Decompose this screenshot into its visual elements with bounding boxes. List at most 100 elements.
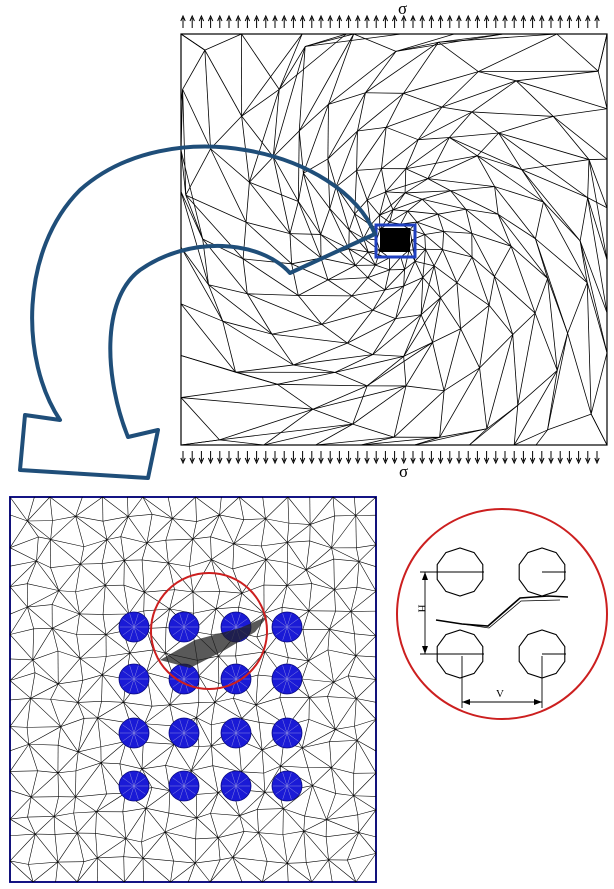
mesh-edge <box>385 191 394 210</box>
mesh-edge <box>272 46 306 158</box>
mesh-edge <box>356 740 377 774</box>
mesh-edge <box>350 587 358 612</box>
mesh-edge <box>360 436 440 446</box>
mesh-edge <box>327 682 334 697</box>
mesh-edge <box>354 698 357 727</box>
mesh-edge <box>185 194 247 223</box>
mesh-edge <box>164 831 196 864</box>
mesh-edge <box>141 768 171 791</box>
mesh-edge <box>407 210 438 215</box>
arrowhead <box>253 14 260 22</box>
mesh-edge <box>219 514 244 520</box>
arrowhead <box>557 457 563 465</box>
mesh-edge <box>165 831 196 840</box>
mesh-edge <box>144 706 153 724</box>
v-arrowhead-left <box>462 699 470 705</box>
mesh-edge <box>510 246 536 314</box>
mesh-edge <box>312 385 407 410</box>
mesh-edge <box>77 701 102 703</box>
mesh-edge <box>460 304 490 330</box>
mesh-edge <box>152 704 170 707</box>
mesh-edge <box>75 762 102 772</box>
mesh-edge <box>120 536 125 561</box>
arrowhead <box>299 457 306 465</box>
mesh-edge <box>127 496 144 517</box>
mesh-edge <box>141 765 166 770</box>
mesh-edge <box>54 832 78 835</box>
mesh-edge <box>120 536 147 544</box>
mesh-edge <box>303 172 331 209</box>
mesh-edge <box>497 214 548 279</box>
mesh-edge <box>443 231 473 258</box>
mesh-edge <box>57 658 81 685</box>
mesh-edge <box>53 796 59 817</box>
mesh-edge <box>443 367 480 392</box>
mesh-edge <box>427 155 478 180</box>
mesh-edge <box>210 813 240 816</box>
mesh-edge <box>57 772 59 797</box>
mesh-edge <box>122 811 127 839</box>
mesh-edge <box>277 383 368 387</box>
mesh-edge <box>258 832 268 862</box>
mesh-edge <box>312 785 336 794</box>
mesh-edge <box>350 590 377 612</box>
mesh-edge <box>168 812 197 819</box>
mesh-edge <box>405 168 429 180</box>
mesh-edge <box>320 208 331 235</box>
mesh-edge <box>232 832 259 858</box>
mesh-edge <box>209 857 234 883</box>
mesh-edge <box>521 169 588 199</box>
mesh-edge <box>217 831 245 838</box>
mesh-edge <box>58 683 79 703</box>
arrowhead <box>189 14 195 22</box>
mesh-edge <box>311 583 335 590</box>
mesh-edge <box>303 819 327 832</box>
mesh-edge <box>375 264 390 271</box>
mesh-edge <box>303 830 327 838</box>
mesh-edge <box>308 583 313 611</box>
mesh-edge <box>372 289 386 311</box>
inclusion-mesh-line <box>275 724 299 742</box>
mesh-edge <box>212 765 219 793</box>
mesh-edge <box>143 857 174 862</box>
mesh-edge <box>9 771 32 798</box>
mesh-edge <box>241 749 263 772</box>
inclusion-mesh-line <box>275 670 299 688</box>
mesh-edge <box>288 657 309 662</box>
mesh-edge <box>404 250 410 270</box>
mesh-edge <box>172 518 197 522</box>
arrowhead <box>437 457 444 465</box>
mesh-edge <box>185 194 204 240</box>
mesh-edge <box>263 423 353 446</box>
mesh-edge <box>249 89 280 183</box>
mesh-edge <box>219 423 353 441</box>
crack-path-zone <box>160 616 268 668</box>
mesh-edge <box>77 702 85 719</box>
mesh-edge <box>196 717 212 726</box>
mesh-edge <box>471 111 554 117</box>
mesh-edge <box>460 328 480 369</box>
mesh-edge <box>165 744 175 766</box>
mesh-edge <box>77 718 85 752</box>
mesh-edge <box>79 613 107 635</box>
mesh-edge <box>327 92 366 160</box>
mesh-edge <box>356 170 368 201</box>
mesh-edge <box>202 238 248 295</box>
mesh-edge <box>211 559 221 592</box>
mesh-edge <box>427 137 450 179</box>
mesh-edge <box>27 606 35 629</box>
mesh-edge <box>217 815 240 838</box>
mesh-edge <box>9 698 31 701</box>
mesh-edge <box>375 257 390 266</box>
mesh-edge <box>73 796 76 814</box>
mesh-edge <box>239 809 258 816</box>
mesh-edge <box>471 80 517 113</box>
mesh-edge <box>38 536 51 540</box>
mesh-edge <box>241 771 264 774</box>
mesh-edge <box>494 186 499 215</box>
mesh-edge <box>310 515 335 525</box>
mesh-edge <box>124 560 145 593</box>
mesh-edge <box>280 765 308 768</box>
mesh-edge <box>58 590 76 593</box>
mesh-edge <box>219 439 264 446</box>
